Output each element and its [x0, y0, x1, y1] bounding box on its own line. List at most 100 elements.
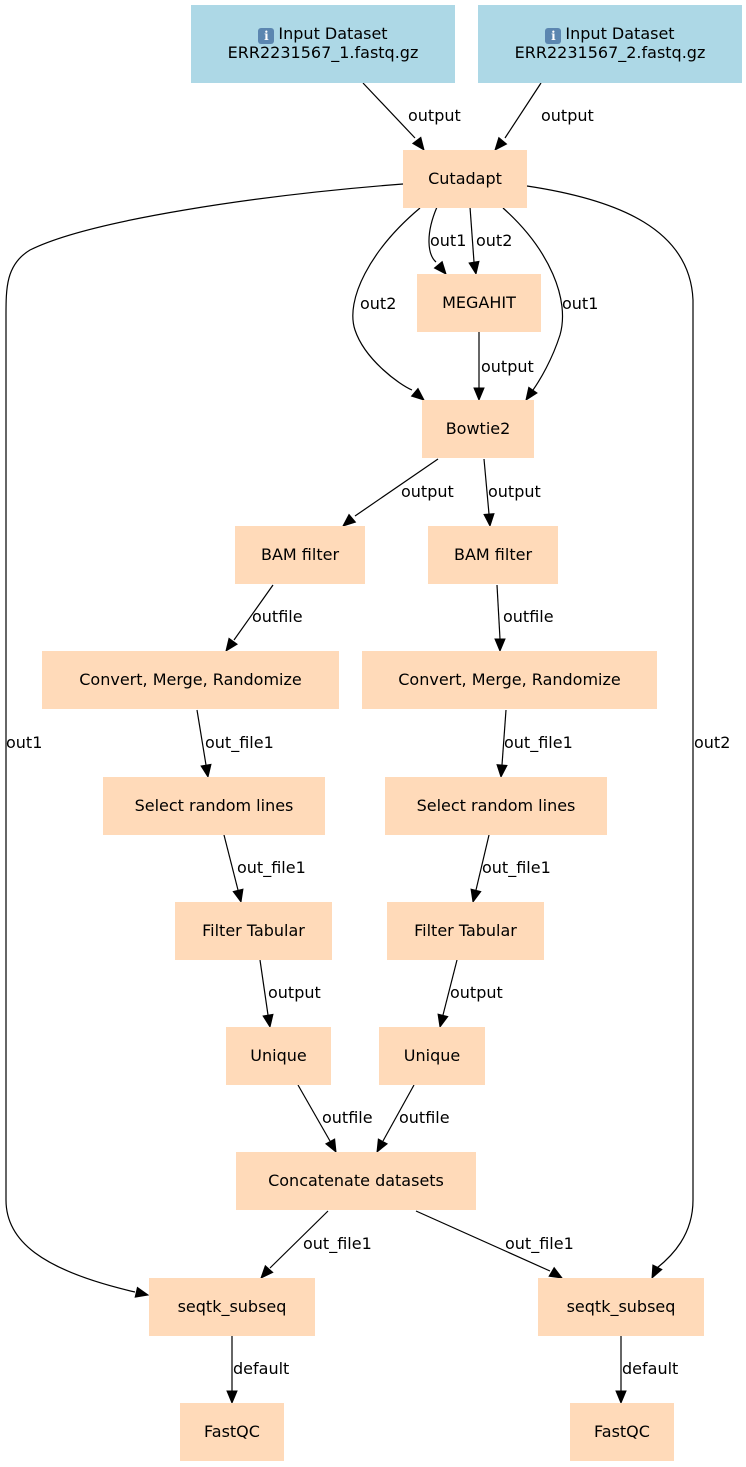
edge-line: [269, 1210, 329, 1269]
edge-label: out_file1: [482, 858, 551, 878]
arrowhead: [473, 387, 485, 402]
edge-label: output: [481, 357, 534, 376]
edge-sel1-to-filt1: out_file1: [223, 834, 306, 904]
node-label: MEGAHIT: [442, 292, 516, 312]
edge-cutadapt-to-seqtk2: out2: [526, 185, 730, 1280]
node-filt2[interactable]: Filter Tabular: [387, 902, 544, 960]
edge-bamf1-to-conv1: outfile: [225, 584, 303, 653]
edge-line: [496, 584, 501, 640]
node-sel2[interactable]: Select random lines: [385, 777, 607, 835]
node-label: Unique: [250, 1045, 307, 1065]
edge-label: out2: [476, 231, 512, 250]
node-cutadapt[interactable]: Cutadapt: [403, 150, 527, 208]
edge-line: [5, 183, 404, 1293]
edge-line: [297, 1084, 331, 1142]
node-fastqc1[interactable]: FastQC: [180, 1403, 284, 1461]
edge-label: outfile: [503, 607, 554, 626]
edge-seqtk2-to-fastqc2: default: [615, 1336, 678, 1405]
edge-bowtie2-to-bamf2: output: [483, 458, 541, 528]
node-uniq2[interactable]: Unique: [379, 1027, 485, 1085]
arrowhead: [262, 1013, 274, 1029]
edge-uniq1-to-concat: outfile: [297, 1084, 373, 1154]
edge-filt1-to-uniq1: output: [259, 959, 321, 1029]
edge-label: default: [233, 1359, 289, 1378]
edge-line: [415, 1210, 551, 1272]
node-seqtk2[interactable]: seqtk_subseq: [538, 1278, 704, 1336]
arrowhead: [494, 136, 508, 151]
arrowhead: [437, 1013, 449, 1029]
edge-line: [483, 458, 490, 515]
edge-cutadapt-to-megahit: out1: [428, 206, 466, 275]
node-bowtie2[interactable]: Bowtie2: [422, 400, 534, 458]
node-label: FastQC: [594, 1421, 650, 1441]
edge-label: out_file1: [505, 1234, 574, 1254]
node-label: Unique: [403, 1045, 461, 1065]
edge-label: output: [401, 482, 454, 501]
arrowhead: [525, 386, 538, 402]
edge-line: [502, 207, 564, 391]
edge-line: [442, 959, 458, 1016]
edge-bowtie2-to-bamf1: output: [342, 458, 454, 527]
edge-line: [501, 709, 507, 766]
edge-cutadapt-to-megahit: out2: [468, 206, 512, 276]
edge-line: [382, 1084, 415, 1142]
node-label: Filter Tabular: [202, 920, 305, 940]
info-icon: i: [258, 28, 275, 45]
node-seqtk1[interactable]: seqtk_subseq: [149, 1278, 315, 1336]
arrowhead: [376, 1138, 389, 1154]
edge-line: [259, 959, 269, 1016]
node-label: Input Dataset: [565, 24, 675, 44]
node-bamf1[interactable]: BAM filter: [235, 526, 365, 584]
edge-label: out_file1: [303, 1234, 372, 1254]
node-label: Bowtie2: [445, 418, 511, 438]
arrowhead: [324, 1138, 337, 1154]
node-fastqc2[interactable]: FastQC: [570, 1403, 674, 1461]
node-filt1[interactable]: Filter Tabular: [175, 902, 332, 960]
node-label: FastQC: [204, 1421, 260, 1441]
edge-cutadapt-to-bowtie2: out1: [502, 207, 598, 402]
node-label: BAM filter: [453, 544, 533, 564]
node-filename: ERR2231567_1.fastq.gz: [227, 43, 419, 63]
edge-line: [352, 207, 421, 391]
node-bamf2[interactable]: BAM filter: [428, 526, 558, 584]
node-label: seqtk_subseq: [177, 1296, 287, 1316]
edge-filt2-to-uniq2: output: [437, 959, 503, 1029]
edge-seqtk1-to-fastqc1: default: [226, 1336, 289, 1405]
edge-line: [504, 82, 542, 139]
edge-label: output: [450, 983, 503, 1002]
edge-line: [469, 206, 475, 263]
edge-label: outfile: [322, 1108, 373, 1127]
arrowhead: [548, 1266, 564, 1279]
edge-label: out2: [694, 733, 730, 752]
arrowhead: [615, 1390, 627, 1405]
edge-label: outfile: [399, 1108, 450, 1127]
arrowhead: [433, 260, 447, 275]
edge-label: output: [268, 983, 321, 1002]
arrowhead: [494, 638, 506, 653]
arrowhead: [342, 513, 357, 527]
node-uniq1[interactable]: Unique: [226, 1027, 331, 1085]
node-megahit[interactable]: MEGAHIT: [417, 274, 541, 332]
node-label: seqtk_subseq: [566, 1296, 676, 1316]
node-conv1[interactable]: Convert, Merge, Randomize: [42, 651, 339, 709]
edge-line: [196, 709, 207, 766]
edge-uniq2-to-concat: outfile: [376, 1084, 450, 1154]
arrowhead: [411, 136, 425, 152]
node-label: Convert, Merge, Randomize: [398, 669, 621, 689]
edge-line: [362, 82, 416, 139]
node-conv2[interactable]: Convert, Merge, Randomize: [362, 651, 657, 709]
edge-line: [475, 834, 490, 891]
node-label: Select random lines: [134, 795, 294, 815]
arrowhead: [651, 1264, 663, 1280]
node-sel1[interactable]: Select random lines: [103, 777, 325, 835]
edge-bamf2-to-conv2: outfile: [494, 584, 554, 653]
edge-label: out_file1: [237, 858, 306, 878]
node-concat[interactable]: Concatenate datasets: [236, 1152, 476, 1210]
edge-line: [354, 458, 439, 517]
edge-label: output: [408, 106, 461, 125]
edge-label: out2: [360, 294, 396, 313]
node-label: Filter Tabular: [414, 920, 517, 940]
